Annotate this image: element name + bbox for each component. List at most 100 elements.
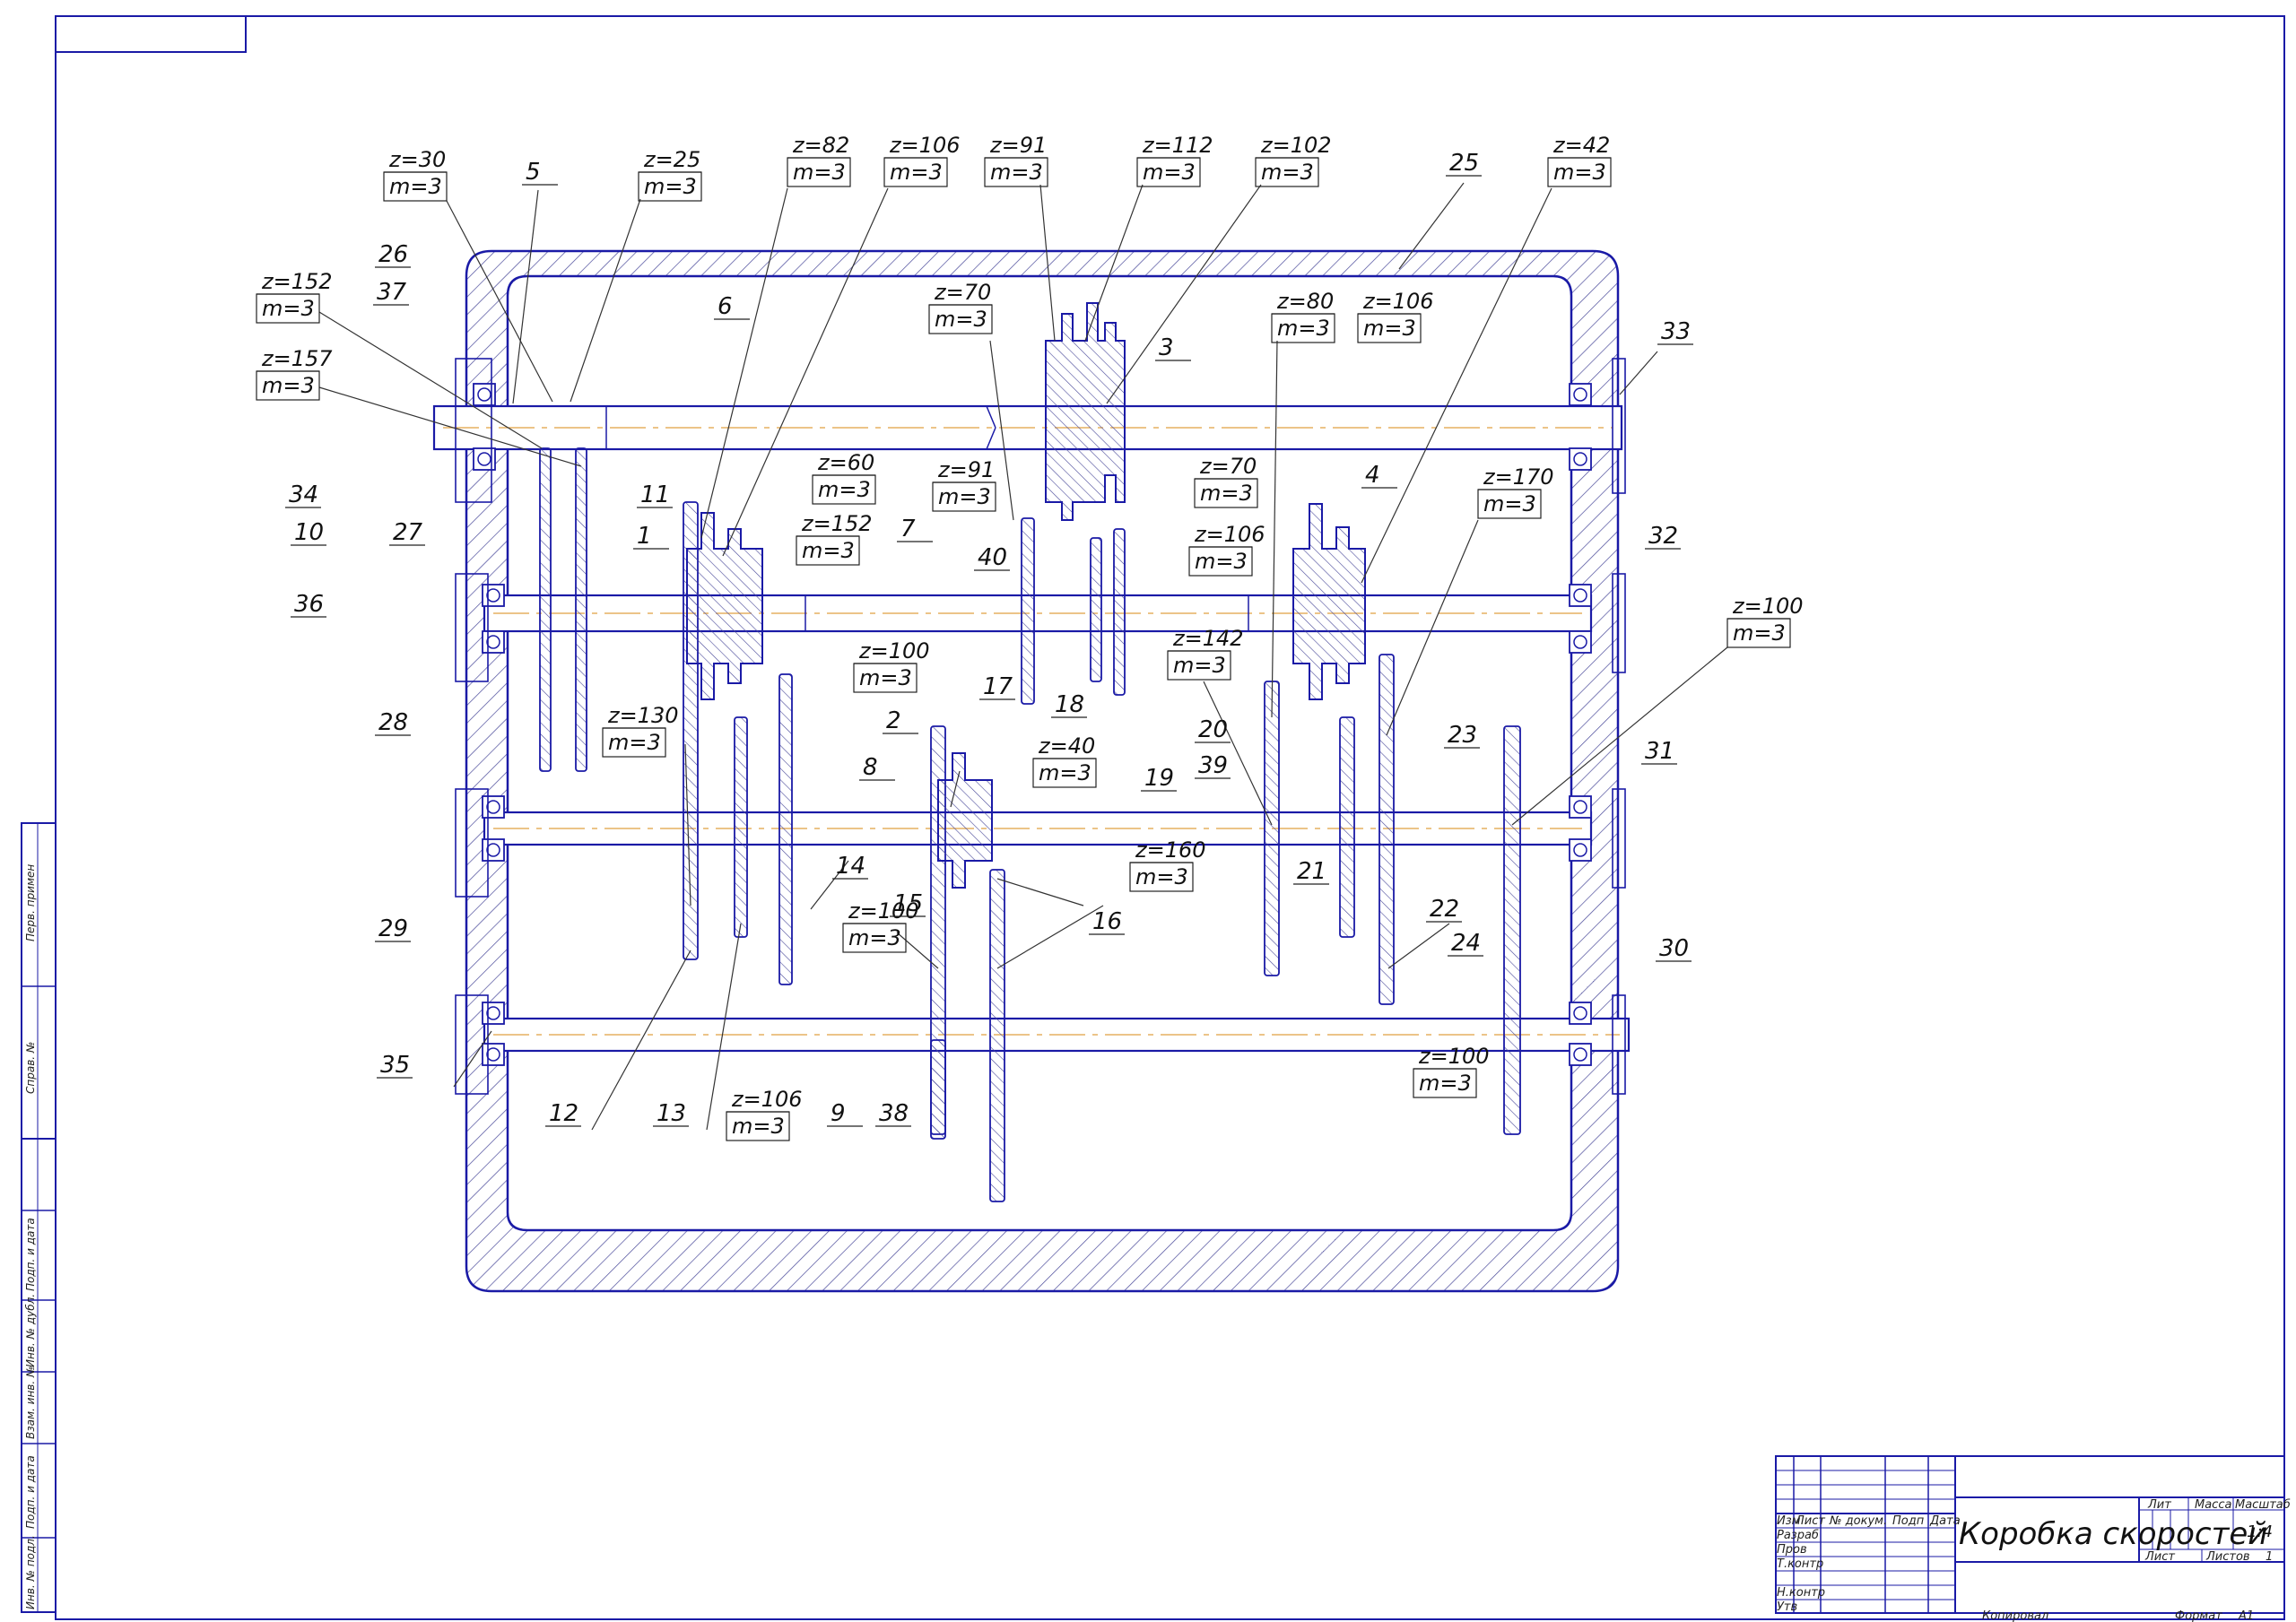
tb-lit-header: Лит bbox=[2147, 1498, 2171, 1512]
spec-frame bbox=[1271, 313, 1335, 343]
bearing-13 bbox=[482, 1002, 505, 1025]
part-number-37: 37 bbox=[377, 279, 407, 306]
tb-row-utv: Утв bbox=[1777, 1600, 1797, 1614]
bearing-ball-11 bbox=[1573, 800, 1587, 814]
spec-frame bbox=[812, 474, 876, 505]
part-number-11: 11 bbox=[640, 481, 670, 508]
part-number-27: 27 bbox=[393, 519, 423, 546]
part-number-21: 21 bbox=[1297, 858, 1326, 885]
spec-frame bbox=[602, 727, 666, 758]
leader-line-1 bbox=[446, 200, 553, 403]
part-number-10: 10 bbox=[294, 519, 324, 546]
part-number-20: 20 bbox=[1198, 716, 1228, 743]
part-number-1: 1 bbox=[637, 523, 652, 550]
leader-line-17 bbox=[1511, 646, 1728, 826]
part-number-36: 36 bbox=[294, 591, 324, 618]
leader-line-9 bbox=[318, 311, 543, 449]
end-cover-7 bbox=[1612, 788, 1626, 889]
spec-frame bbox=[928, 304, 993, 334]
part-number-3: 3 bbox=[1159, 334, 1174, 361]
gear-spec-17: z=70m=3 bbox=[1194, 454, 1258, 508]
gear-13 bbox=[1378, 654, 1395, 1005]
gear-module: m=3 bbox=[938, 484, 991, 509]
part-number-12: 12 bbox=[549, 1100, 578, 1127]
gear-teeth-count: z=142 bbox=[1172, 626, 1244, 651]
gear-9 bbox=[1090, 537, 1102, 682]
gear-module: m=3 bbox=[1733, 620, 1786, 646]
title-block: Изм Лист № докум. Подп Дата Разраб Пров … bbox=[1775, 1455, 2291, 1622]
gear-spec-11: z=70m=3 bbox=[928, 280, 993, 334]
spec-frame bbox=[726, 1111, 790, 1141]
leader-line-23 bbox=[810, 860, 849, 910]
gear-module: m=3 bbox=[818, 477, 871, 502]
gear-teeth-count: z=25 bbox=[643, 147, 700, 172]
tb-row-nkontr: Н.контр bbox=[1777, 1586, 1825, 1600]
end-cover-4 bbox=[455, 994, 489, 1095]
leader-line-12 bbox=[1398, 182, 1465, 270]
bearing-11 bbox=[1569, 795, 1592, 819]
leader-line-6 bbox=[1084, 184, 1144, 342]
gear-module: m=3 bbox=[608, 730, 661, 755]
gear-module: m=3 bbox=[1553, 160, 1606, 185]
side-inv-dubl: Инв. № дубл. bbox=[24, 1294, 37, 1367]
tb-col-izm: Изм bbox=[1777, 1514, 1801, 1528]
gear-module: m=3 bbox=[935, 307, 987, 332]
part-number-2: 2 bbox=[886, 707, 901, 734]
part-number-13: 13 bbox=[657, 1100, 686, 1127]
tb-col-list: Лист bbox=[1795, 1514, 1825, 1528]
bearings bbox=[455, 358, 1626, 1095]
spec-frame bbox=[1357, 313, 1422, 343]
spec-frame bbox=[383, 171, 448, 202]
gear-teeth-count: z=160 bbox=[1135, 837, 1206, 863]
gear-module: m=3 bbox=[1143, 160, 1196, 185]
gear-teeth-count: z=30 bbox=[388, 147, 446, 172]
leader-line-21 bbox=[684, 743, 691, 906]
bearing-ball-7 bbox=[1573, 588, 1587, 603]
side-perv-primen: Перв. примен bbox=[24, 864, 37, 941]
bearing-ball-14 bbox=[486, 1047, 500, 1062]
part-number-29: 29 bbox=[378, 915, 408, 942]
end-cover-3 bbox=[455, 788, 489, 898]
gear-teeth-count: z=70 bbox=[934, 280, 991, 305]
bearing-ball-9 bbox=[486, 800, 500, 814]
gear-1 bbox=[539, 447, 552, 772]
gear-spec-5: z=91m=3 bbox=[984, 133, 1048, 187]
bearing-ball-12 bbox=[1573, 843, 1587, 857]
tb-col-sign: Подп bbox=[1892, 1514, 1925, 1528]
leader-line-25 bbox=[996, 905, 1104, 969]
gear-teeth-count: z=80 bbox=[1276, 289, 1334, 314]
gear-module: m=3 bbox=[990, 160, 1043, 185]
gear-teeth-count: z=152 bbox=[801, 511, 873, 536]
gear-teeth-count: z=152 bbox=[261, 269, 333, 294]
leader-line-8 bbox=[1361, 187, 1552, 584]
gear-14 bbox=[1503, 725, 1521, 1135]
part-number-15: 15 bbox=[893, 890, 923, 917]
bearing-10 bbox=[482, 838, 505, 862]
part-number-6: 6 bbox=[718, 293, 733, 320]
bearing-7 bbox=[1569, 584, 1592, 607]
part-number-40: 40 bbox=[978, 544, 1007, 571]
spec-frame bbox=[1167, 650, 1231, 681]
part-number-24: 24 bbox=[1451, 930, 1481, 957]
bearing-5 bbox=[482, 584, 505, 607]
tb-format-label: Формат bbox=[2175, 1609, 2222, 1622]
gear-module: m=3 bbox=[802, 538, 855, 563]
part-number-33: 33 bbox=[1661, 318, 1691, 345]
leader-line-28 bbox=[706, 923, 742, 1131]
bearing-ball-5 bbox=[486, 588, 500, 603]
tb-col-date: Дата bbox=[1929, 1514, 1961, 1528]
gear-teeth-count: z=91 bbox=[989, 133, 1047, 158]
tb-copied: Копировал bbox=[1982, 1609, 2048, 1622]
leader-line-13 bbox=[1619, 351, 1658, 395]
part-number-35: 35 bbox=[380, 1052, 410, 1079]
gear-spec-24: z=40m=3 bbox=[1032, 733, 1097, 788]
gear-11 bbox=[1264, 681, 1280, 976]
spec-frame bbox=[842, 923, 907, 953]
gear-teeth-count: z=70 bbox=[1199, 454, 1257, 479]
gear-module: m=3 bbox=[389, 174, 442, 199]
